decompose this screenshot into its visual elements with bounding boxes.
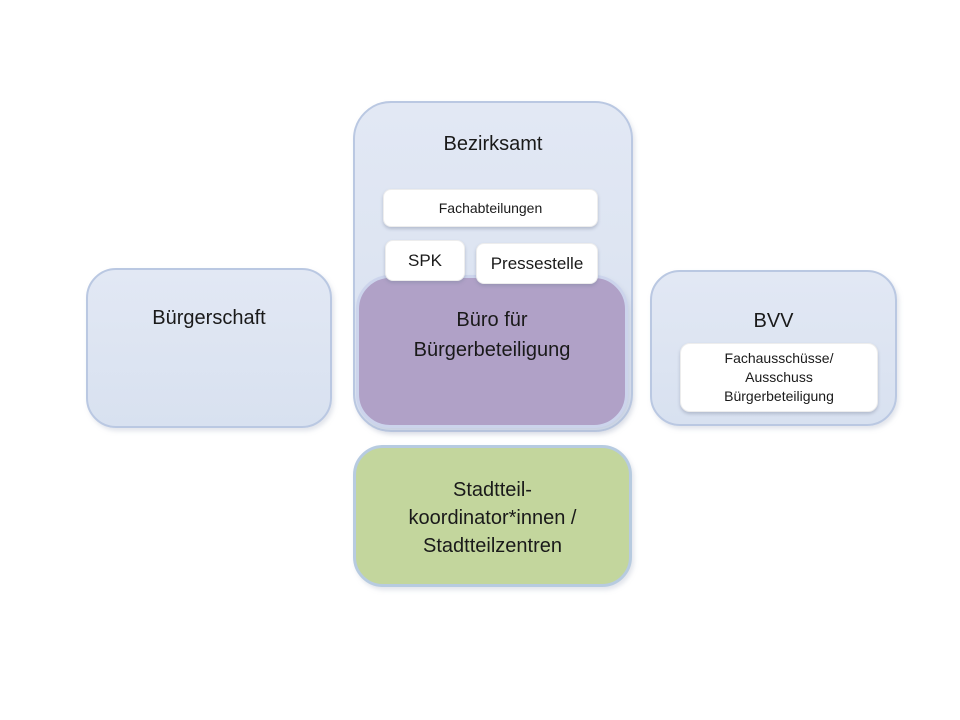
node-fachausschuesse-label-line2: Ausschuss <box>745 369 813 385</box>
node-buero-fuer-buergerbeteiligung: Büro für Bürgerbeteiligung <box>356 275 628 428</box>
node-fachabteilungen: Fachabteilungen <box>383 189 598 227</box>
node-fachausschuesse-label-line1: Fachausschüsse/ <box>724 350 834 366</box>
node-buergerschaft-label: Bürgerschaft <box>152 307 266 329</box>
node-bezirksamt-label: Bezirksamt <box>443 133 543 155</box>
node-buero-label-line1: Büro für <box>456 309 528 331</box>
node-spk-label: SPK <box>407 250 443 270</box>
node-fachabteilungen-label: Fachabteilungen <box>438 200 543 216</box>
node-stadtteilkoordination: Stadtteil- koordinator*innen / Stadtteil… <box>353 445 632 587</box>
node-buergerschaft: Bürgerschaft <box>86 268 332 428</box>
node-stadtteil-label-line1: Stadtteil- <box>453 479 532 501</box>
node-fachausschuesse: Fachausschüsse/ Ausschuss Bürgerbeteilig… <box>680 343 878 412</box>
node-bvv-label: BVV <box>753 310 794 332</box>
node-fachausschuesse-label-line3: Bürgerbeteiligung <box>724 388 834 404</box>
node-stadtteil-label-line3: Stadtteilzentren <box>423 535 562 557</box>
node-spk: SPK <box>385 240 465 281</box>
node-fachausschuesse-label: Fachausschüsse/ Ausschuss Bürgerbeteilig… <box>724 349 834 406</box>
node-pressestelle-label: Pressestelle <box>490 253 584 273</box>
node-stadtteil-label-line2: koordinator*innen / <box>408 507 577 529</box>
node-buero-label-line2: Bürgerbeteiligung <box>413 339 571 361</box>
node-pressestelle: Pressestelle <box>476 243 598 284</box>
